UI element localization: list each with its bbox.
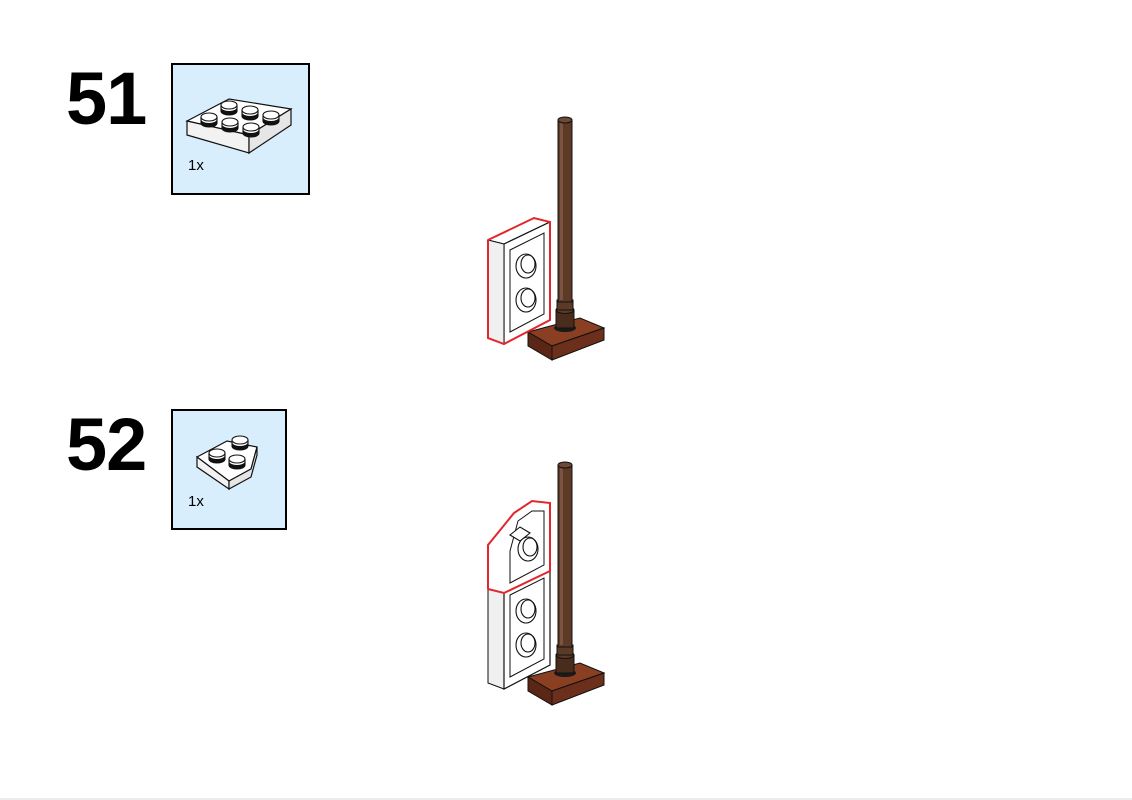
step-number: 52 xyxy=(66,403,147,486)
part-quantity: 1x xyxy=(188,157,204,174)
wedge-plate-2x2-white-icon xyxy=(195,435,258,491)
parts-callout: 1x xyxy=(171,63,310,195)
page-edge xyxy=(0,798,1132,800)
part-quantity: 1x xyxy=(188,493,204,510)
plate-2x3-white-icon xyxy=(185,98,293,155)
parts-callout: 1x xyxy=(171,409,287,530)
lamp-post-with-plate-2x3-icon xyxy=(486,116,606,361)
lamp-post-with-wedge-plate-icon xyxy=(487,461,606,706)
step-number: 51 xyxy=(66,57,147,140)
